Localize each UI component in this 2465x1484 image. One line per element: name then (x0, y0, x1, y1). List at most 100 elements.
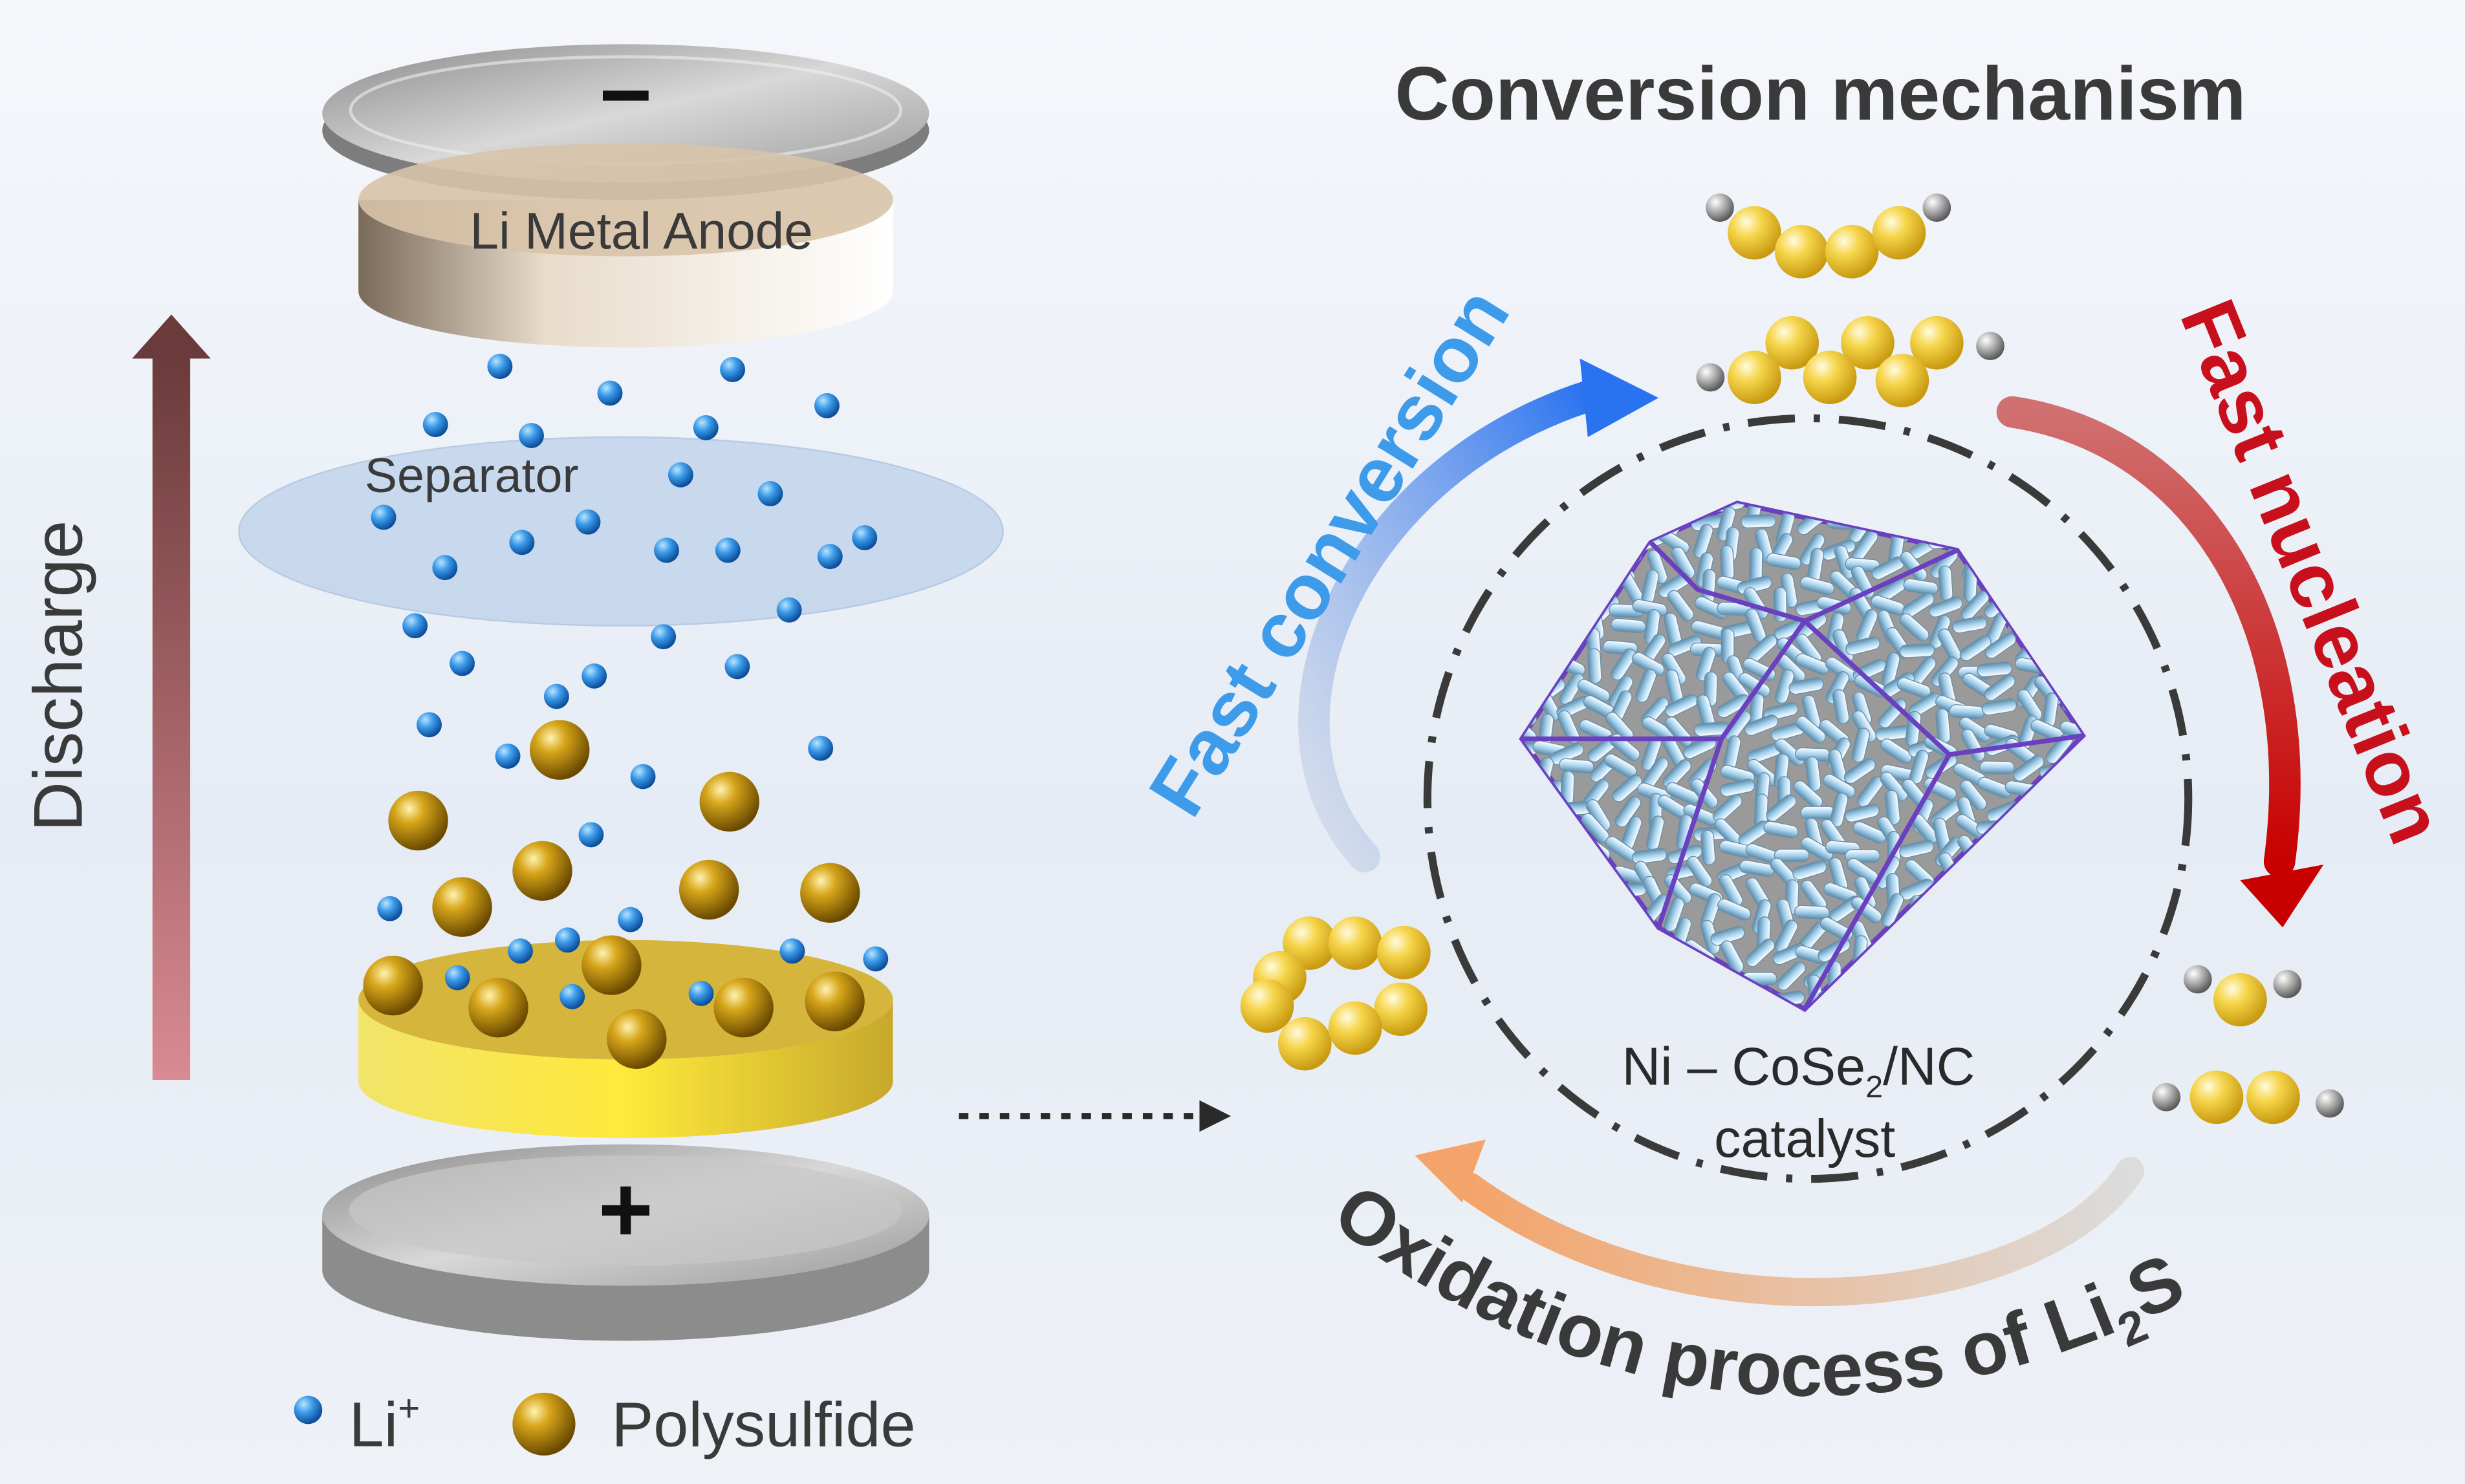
nanorod (1720, 779, 1755, 797)
nanorod (1582, 892, 1603, 927)
nanorod (1561, 573, 1590, 604)
nanorod (1521, 629, 1526, 661)
nanorod (1933, 503, 1949, 539)
nanorod (2046, 872, 2063, 908)
nanorod (2069, 837, 2083, 870)
li-ion-icon (581, 663, 607, 689)
nanorod (1976, 819, 2012, 835)
nanorod (1659, 960, 1690, 988)
nanorod (1631, 652, 1665, 676)
nanorod (2032, 1002, 2063, 1009)
nanorod (1635, 669, 1657, 703)
nanorod (1799, 576, 1835, 596)
sulfur-atom-icon (1374, 982, 1428, 1037)
nanorod (1521, 651, 1530, 685)
nanorod (1521, 587, 1523, 623)
li-ion-icon (519, 423, 544, 448)
nanorod (2039, 918, 2058, 954)
nanorod (1521, 798, 1534, 830)
catalyst-cycle-ring (1423, 414, 2193, 1183)
nanorod (2011, 576, 2046, 596)
nanorod (1720, 940, 1744, 974)
anode-sign: − (599, 43, 652, 145)
lithium-atom-icon (2183, 965, 2212, 994)
nanorod (2036, 815, 2063, 846)
nanorod (1788, 677, 1824, 695)
nanorod (1535, 938, 1567, 965)
nanorod (1924, 920, 1957, 946)
sulfur-atom-icon (1728, 206, 1781, 260)
nanorod (2012, 533, 2039, 565)
li-ion-icon (863, 946, 889, 972)
legend: Li+ Polysulfide (294, 1387, 916, 1459)
separator-label: Separator (365, 448, 579, 502)
figure-title: Conversion mechanism (1395, 51, 2246, 136)
sulfur-atom-icon (1765, 316, 1819, 370)
polysulfide-icon (432, 877, 492, 937)
nanorod (1856, 995, 1877, 1009)
catalyst-label-line1: Ni – CoSe2/NC (1622, 1036, 1975, 1104)
li-ion-icon (450, 651, 475, 676)
nanorod (1763, 821, 1799, 839)
nanorod (1549, 865, 1585, 879)
nanorod (2017, 938, 2047, 967)
nanorod (1620, 973, 1642, 1008)
cathode-sign: + (598, 1156, 653, 1262)
nanorod (1521, 859, 1528, 894)
nanorod (1984, 674, 2015, 702)
polysulfide-icon (363, 956, 423, 1016)
li-ion-icon (554, 927, 580, 953)
nanorod (1528, 975, 1555, 1007)
nanorod (1620, 921, 1642, 956)
nanorod (1991, 566, 2010, 601)
nanorod (2072, 793, 2083, 827)
li-ion-icon (559, 984, 585, 1009)
oxidation-arrow (1415, 1139, 2145, 1307)
nanorod (2031, 552, 2065, 575)
nanorod (1521, 674, 1540, 696)
nanorod (1993, 553, 2015, 588)
nanorod (1881, 893, 1904, 927)
nanorod (1852, 821, 1887, 844)
nanorod (1569, 831, 1587, 866)
nanorod (1984, 632, 2017, 659)
nanorod (1667, 590, 1694, 621)
nanorod (1558, 758, 1594, 774)
molecule-s8-ring (1240, 916, 1431, 1071)
lithium-atom-icon (1696, 363, 1725, 392)
li-ion-icon (852, 525, 878, 550)
nanorod (1634, 942, 1669, 961)
nanorod (1716, 506, 1736, 541)
li-ion-icon (508, 938, 533, 964)
nanorod (1700, 830, 1716, 866)
nanorod (1933, 503, 1962, 519)
nanorod (1776, 961, 1806, 991)
nanorod (2015, 976, 2034, 1009)
nanorod (1565, 606, 1586, 641)
nanorod (1525, 960, 1560, 982)
nanorod (2067, 682, 2083, 698)
li-ion-icon (402, 613, 428, 639)
nanorod (1611, 941, 1640, 971)
nanorod (1560, 770, 1575, 806)
nanorod (1620, 508, 1638, 544)
nanorod (1634, 1003, 1662, 1009)
nanorod (1664, 694, 1699, 718)
dotted-arrow-icon (959, 1100, 1232, 1132)
nanorod (1577, 858, 1609, 886)
nanorod (1561, 959, 1580, 995)
nanorod (1550, 1008, 1584, 1009)
nanorod (1695, 647, 1716, 682)
lithium-atom-icon (2316, 1089, 2344, 1118)
nanorod (1845, 636, 1881, 656)
nanorod (1521, 997, 1532, 1009)
li-ion-icon (371, 504, 396, 530)
nanorod (2034, 835, 2067, 860)
nanorod (1738, 672, 1771, 698)
polysulfide-icon (805, 971, 865, 1031)
li-ion-icon (422, 412, 448, 437)
nanorod (1739, 859, 1775, 877)
nanorod (1689, 998, 1721, 1009)
nanorod (2060, 928, 2083, 944)
nanorod (1671, 546, 1695, 579)
